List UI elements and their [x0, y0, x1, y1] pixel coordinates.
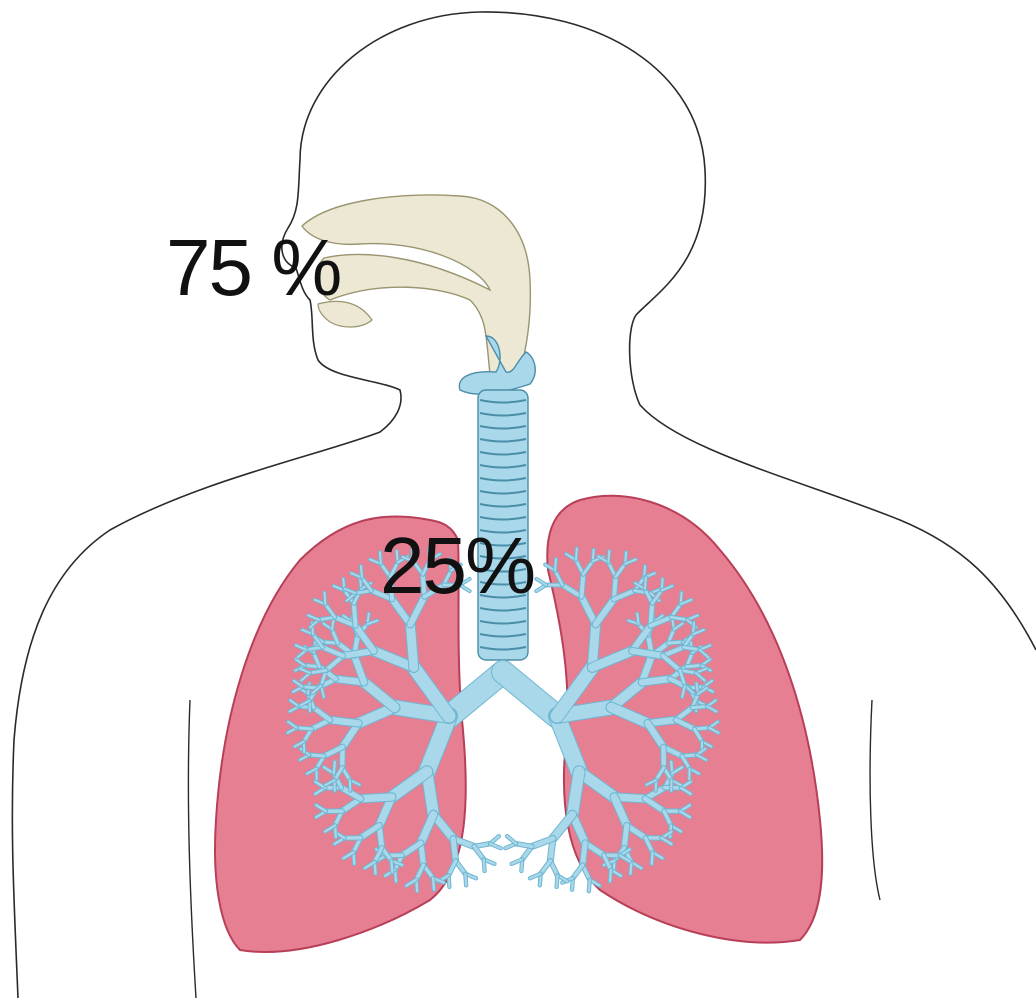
lower-airway-percentage-label: 25% — [380, 526, 534, 606]
bronchus-branch — [624, 825, 627, 847]
bronchus-branch — [324, 593, 325, 605]
bronchus-branch — [668, 642, 683, 643]
bronchus-branch — [610, 870, 611, 882]
bronchus-branch — [630, 862, 631, 874]
bronchus-branch — [589, 880, 590, 892]
bronchus-branch — [692, 706, 707, 707]
upper-airway-percentage-label: 75 % — [166, 228, 340, 308]
bronchus-branch — [608, 551, 609, 563]
left-arm-line — [188, 700, 196, 998]
bronchus-branch — [303, 687, 318, 688]
bronchus-branch — [573, 772, 580, 815]
bronchus-branch — [637, 614, 638, 625]
bronchus-branch — [465, 874, 466, 886]
bronchus-branch — [334, 762, 335, 774]
bronchus-branch — [332, 619, 333, 630]
bronchus-branch — [557, 875, 558, 887]
bronchus-branch — [361, 797, 392, 799]
bronchus-branch — [391, 861, 392, 873]
bronchus-branch — [583, 843, 586, 865]
bronchus-branch — [642, 679, 670, 682]
bronchus-branch — [453, 839, 456, 861]
right-arm-line — [870, 700, 880, 900]
bronchus-branch — [645, 578, 646, 590]
bronchus-branch — [433, 878, 434, 890]
bronchus-branch — [582, 574, 584, 596]
bronchus-branch — [309, 755, 324, 756]
bronchus-branch — [503, 672, 557, 717]
bronchus-branch — [652, 852, 653, 864]
bronchus-branch — [354, 603, 356, 625]
bronchus-branch — [555, 559, 556, 571]
bronchus-branch — [297, 728, 312, 729]
bronchus-branch — [410, 624, 413, 667]
bronchus-branch — [330, 720, 358, 723]
bronchus-branch — [687, 665, 702, 666]
bronchus-branch — [361, 566, 362, 578]
bronchus-branch — [576, 548, 577, 560]
bronchus-branch — [484, 859, 485, 871]
